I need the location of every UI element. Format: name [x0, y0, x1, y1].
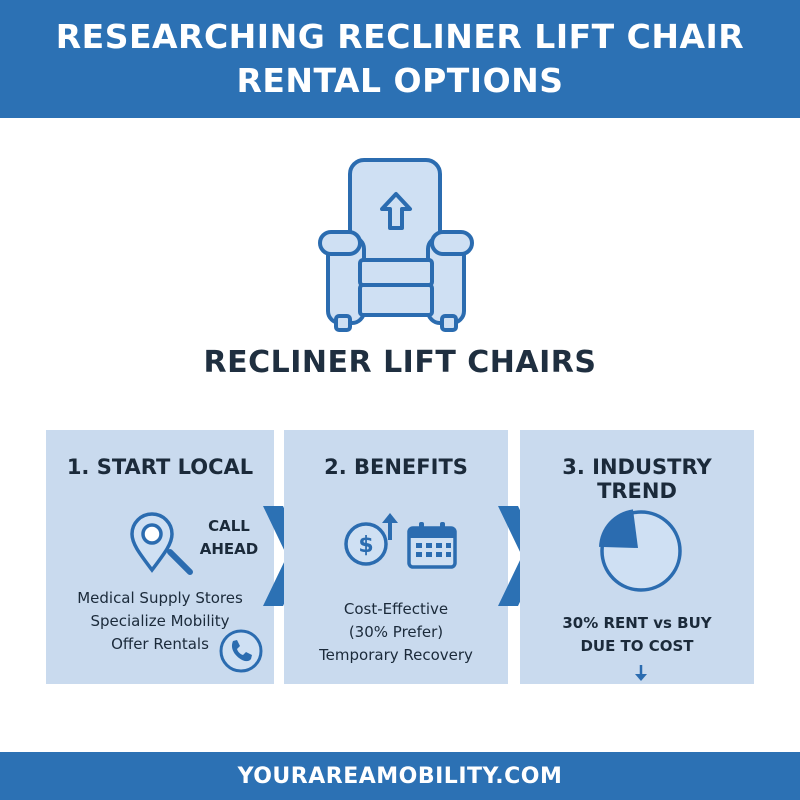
step-line: Medical Supply Stores [77, 589, 243, 607]
step-panel-industry-trend: 3. INDUSTRY TREND 30% RENT vs BUY DUE TO… [520, 430, 754, 684]
step-line: Specialize Mobility [90, 612, 230, 630]
page-title-line1: RESEARCHING RECLINER LIFT CHAIR [55, 17, 745, 56]
call-ahead-line2: AHEAD [199, 540, 259, 558]
step-line: Offer Rentals [111, 635, 209, 653]
svg-text:$: $ [358, 533, 373, 558]
location-search-icon [130, 512, 193, 575]
phone-icon [219, 629, 263, 673]
step-panel-start-local: 1. START LOCAL CALL AHEAD Medical Supply… [46, 430, 274, 684]
step-heading: 2. BENEFITS [324, 455, 468, 479]
section-title: RECLINER LIFT CHAIRS [203, 345, 597, 380]
arrow-down-icon [635, 665, 647, 681]
step-line: Cost-Effective [343, 600, 449, 618]
step-line: (30% Prefer) [348, 623, 444, 641]
step-line: Temporary Recovery [319, 646, 473, 664]
pie-chart-icon [599, 509, 682, 592]
footer-url: YOURAREAMOBILITY.COM [237, 763, 563, 789]
step-line: DUE TO COST [580, 637, 694, 655]
page-title-line2: RENTAL OPTIONS [236, 61, 564, 100]
calendar-icon [407, 522, 457, 569]
step-heading: 3. INDUSTRY TREND [562, 455, 712, 503]
dollar-arrow-icon: $ [344, 513, 398, 566]
pie-slice [599, 509, 638, 548]
call-ahead-line1: CALL [208, 517, 250, 535]
step-line: 30% RENT vs BUY [562, 614, 712, 632]
step-panel-benefits: 2. BENEFITS $ Cost-Effective (30% Prefer… [284, 430, 508, 684]
step-heading: 1. START LOCAL [66, 455, 254, 479]
lift-chair-icon [318, 158, 474, 332]
header-banner: RESEARCHING RECLINER LIFT CHAIR RENTAL O… [0, 0, 800, 118]
footer-banner: YOURAREAMOBILITY.COM [0, 752, 800, 800]
